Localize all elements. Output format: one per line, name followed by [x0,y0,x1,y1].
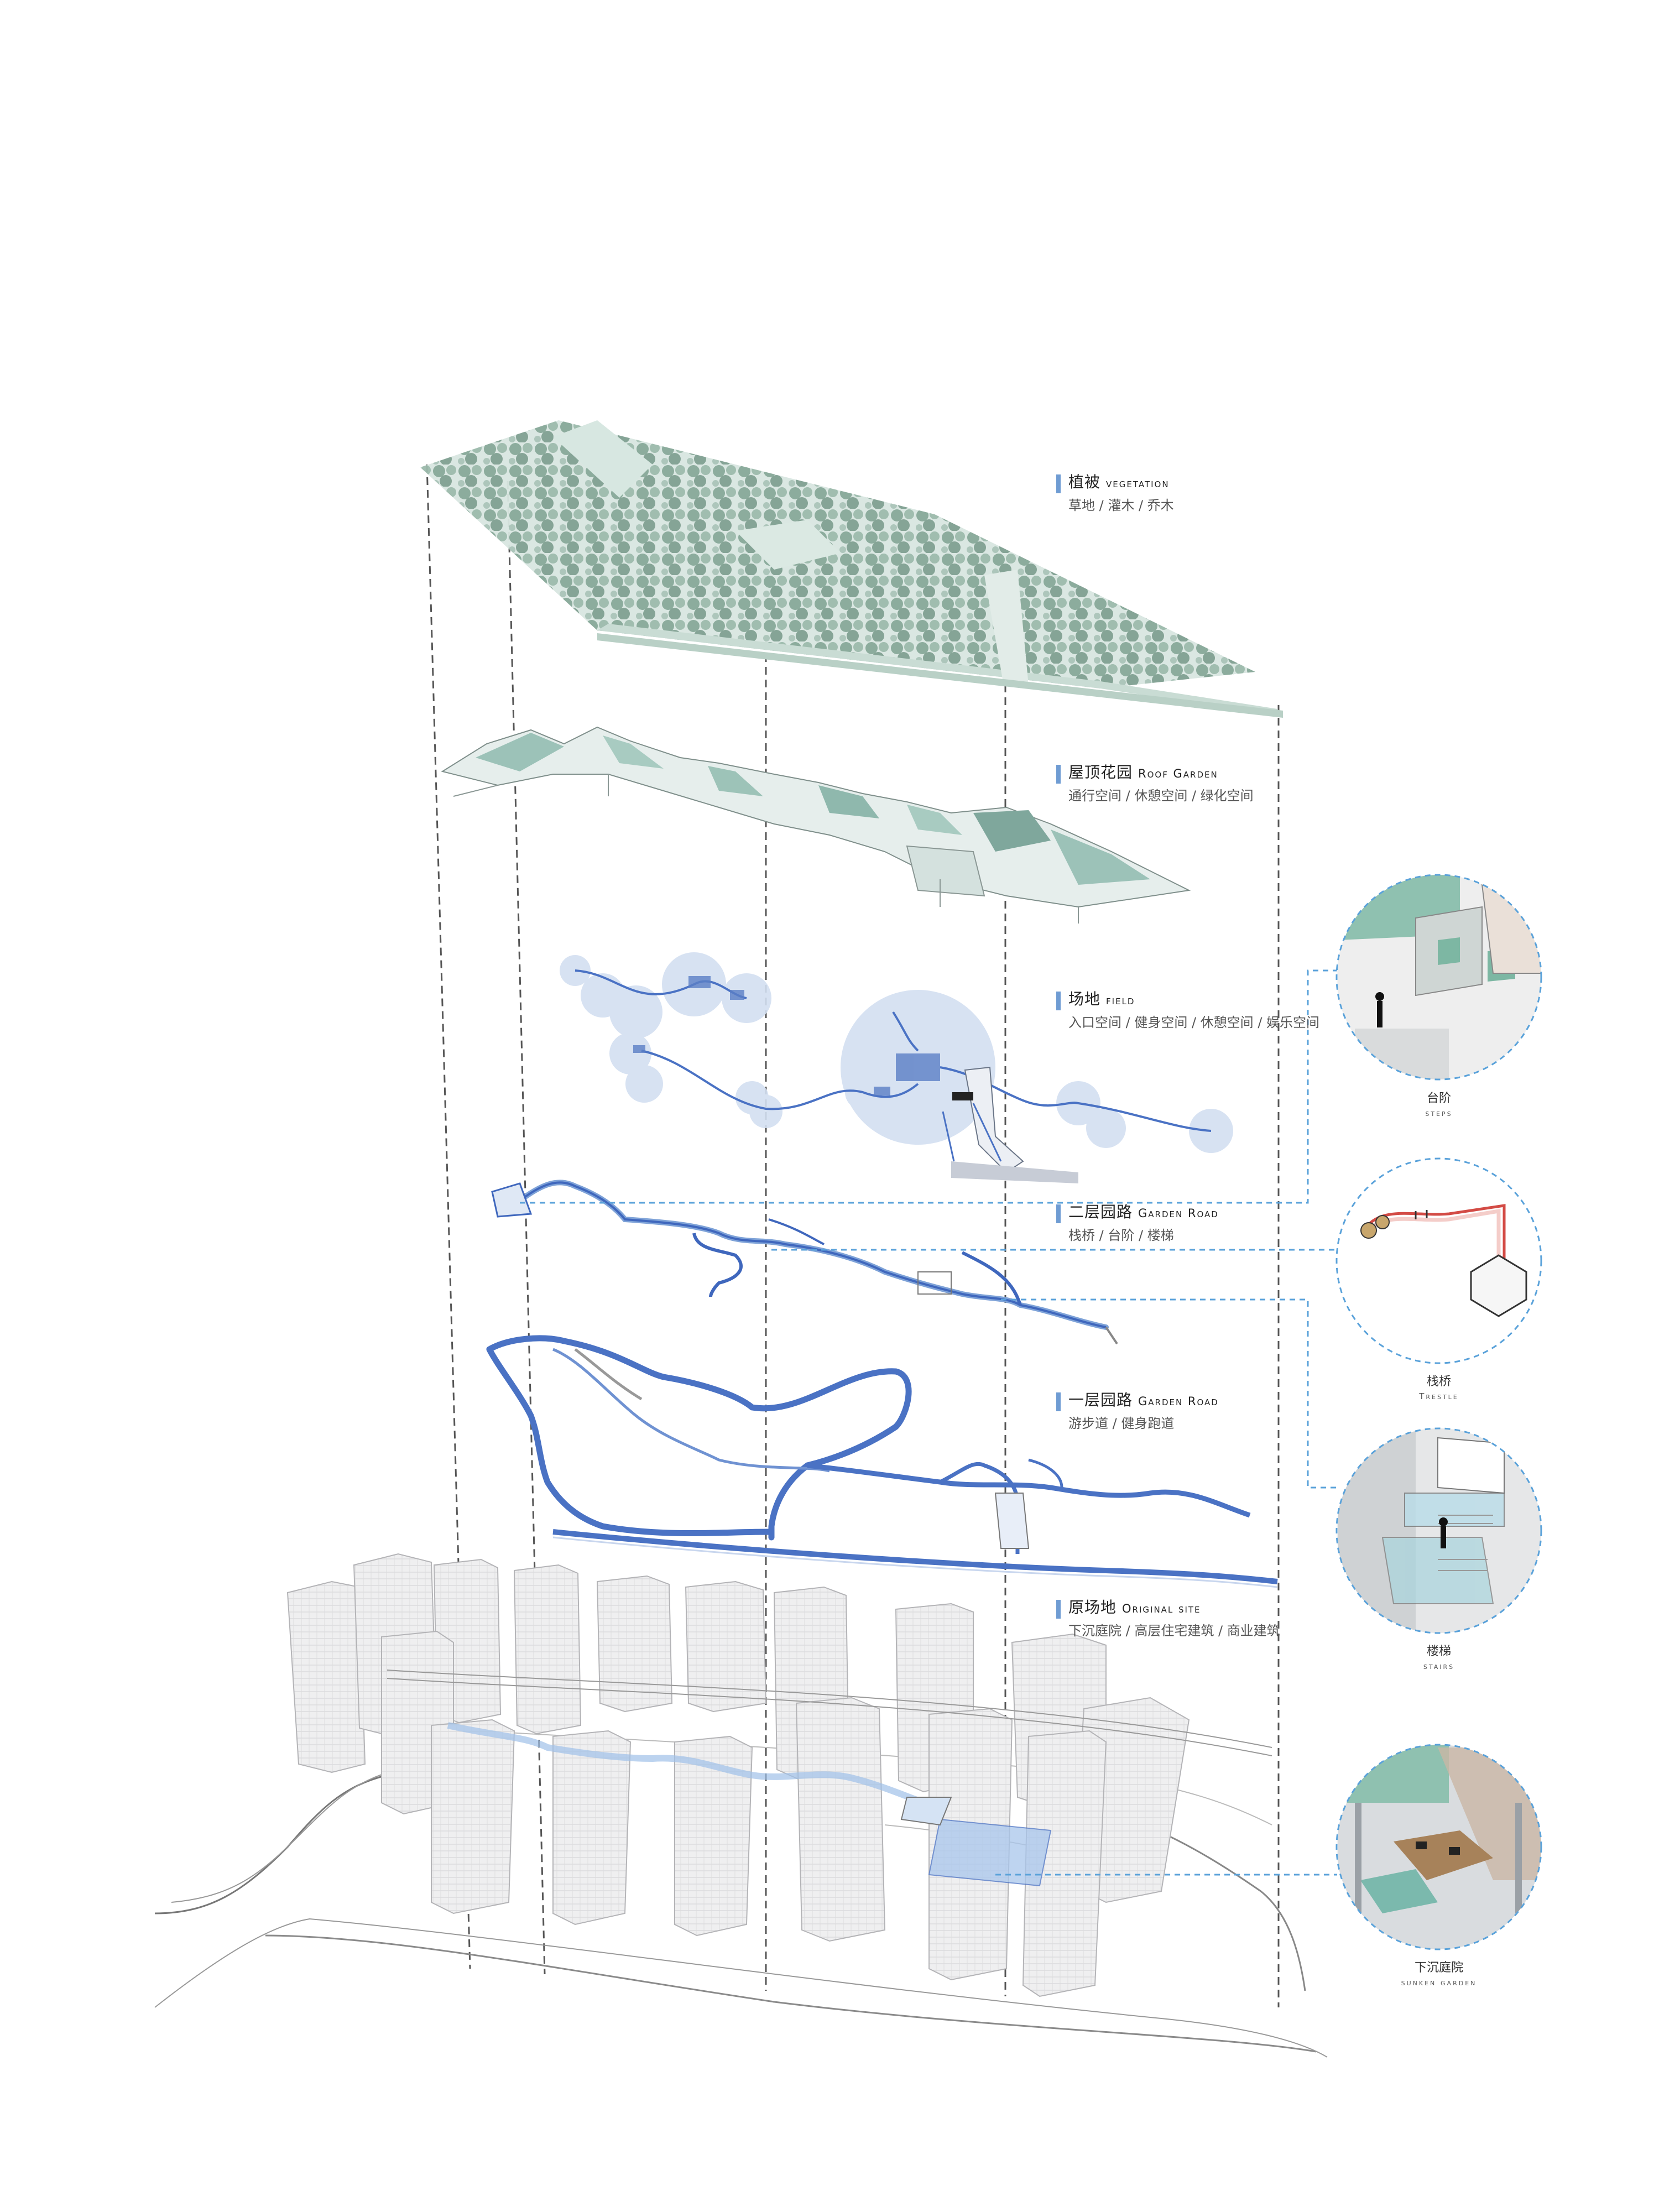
detail-connectors [520,969,1337,1876]
detail-title-en: steps [1425,1108,1453,1118]
layer-title-en: Original site [1122,1602,1201,1615]
layer-title-en: vegetation [1106,477,1170,490]
detail-trestle-image [1335,1157,1542,1364]
layer-title-zh: 植被 [1068,473,1101,491]
detail-title-en: Trestle [1419,1391,1459,1401]
vegetation-layer [420,420,1283,718]
detail-title-zh: 下沉庭院 [1414,1961,1463,1975]
roof-garden-layer [441,726,1191,924]
detail-steps-image [1335,874,1542,1081]
detail-title-zh: 台阶 [1426,1092,1451,1105]
label-bar [1056,1392,1061,1411]
detail-label-stairs: 楼梯 stairs [1373,1641,1505,1671]
garden-road-level2 [491,1180,1118,1345]
detail-sunken-garden-image [1335,1744,1542,1950]
layer-subtitle: 栈桥 / 台阶 / 楼梯 [1068,1228,1174,1243]
layer-subtitle: 通行空间 / 休憩空间 / 绿化空间 [1068,788,1254,804]
layer-subtitle: 入口空间 / 健身空间 / 休憩空间 / 娱乐空间 [1068,1015,1320,1030]
label-bar [1056,1204,1061,1223]
detail-label-sunken-garden: 下沉庭院 sunken garden [1373,1958,1505,1987]
layer-subtitle: 草地 / 灌木 / 乔木 [1068,498,1174,513]
layer-subtitle: 游步道 / 健身跑道 [1068,1416,1175,1431]
detail-label-steps: 台阶 steps [1373,1088,1505,1118]
layer-title-en: Garden Road [1138,1395,1219,1408]
layer-title-en: field [1106,994,1135,1007]
detail-title-en: sunken garden [1401,1978,1477,1987]
layer-title-zh: 二层园路 [1068,1203,1133,1221]
label-bar [1056,765,1061,784]
detail-title-en: stairs [1423,1661,1455,1671]
original-site-layer [154,1553,1328,2058]
layer-title-zh: 场地 [1068,990,1101,1008]
detail-title-zh: 栈桥 [1426,1375,1451,1389]
residential-towers [286,1553,1190,1997]
label-bar [1056,474,1061,493]
field-layer [560,952,1233,1183]
layer-subtitle: 下沉庭院 / 高层住宅建筑 / 商业建筑 [1068,1623,1280,1639]
layer-title-zh: 一层园路 [1068,1391,1133,1409]
layer-title-en: Garden Road [1138,1207,1219,1220]
layer-title-en: Roof Garden [1138,767,1218,780]
detail-title-zh: 楼梯 [1426,1645,1451,1658]
garden-road-level1 [486,1335,1278,1588]
detail-stairs-image [1335,1427,1542,1634]
label-bar [1056,992,1061,1010]
label-bar [1056,1600,1061,1619]
detail-label-trestle: 栈桥 Trestle [1373,1371,1505,1401]
layer-title-zh: 屋顶花园 [1068,763,1133,781]
layer-title-zh: 原场地 [1068,1598,1117,1616]
